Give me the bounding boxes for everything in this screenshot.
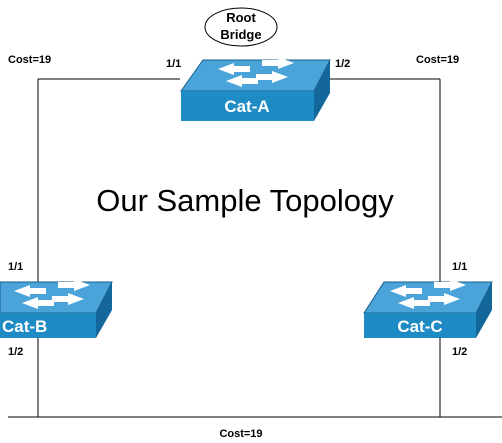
port-label-cat-a-1-1: 1/1 (166, 58, 181, 70)
root-bridge-line1: Root (226, 10, 256, 25)
switch-cat-a-front (181, 91, 314, 121)
cost-label-a-c: Cost=19 (416, 54, 459, 66)
switch-cat-a-top (180, 59, 331, 92)
root-bridge-badge: Root Bridge (204, 7, 278, 47)
switch-cat-c[interactable]: Cat-C (363, 279, 493, 338)
port-label-cat-b-1-2: 1/2 (8, 346, 23, 358)
switch-cat-c-side (476, 282, 492, 338)
switch-cat-a-label: Cat-A (224, 97, 269, 116)
cost-label-a-b: Cost=19 (8, 54, 51, 66)
port-label-cat-a-1-2: 1/2 (335, 58, 350, 70)
network-links (8, 78, 502, 418)
switch-cat-a[interactable]: Cat-A (180, 57, 331, 121)
switch-cat-b-label: Cat-B (2, 317, 47, 336)
port-label-cat-c-1-2: 1/2 (452, 346, 467, 358)
diagram-title: Our Sample Topology (96, 183, 394, 218)
port-label-cat-b-1-1: 1/1 (8, 261, 23, 273)
switch-cat-c-front (364, 313, 476, 338)
switch-cat-c-label: Cat-C (397, 317, 442, 336)
cost-label-b-c: Cost=19 (219, 428, 262, 440)
switch-cat-b[interactable]: Cat-B (0, 279, 113, 338)
root-bridge-line2: Bridge (220, 27, 261, 42)
port-label-cat-c-1-1: 1/1 (452, 261, 467, 273)
switch-cat-a-side (314, 60, 330, 121)
switch-cat-b-side (96, 282, 112, 338)
switch-cat-b-front (0, 313, 96, 338)
